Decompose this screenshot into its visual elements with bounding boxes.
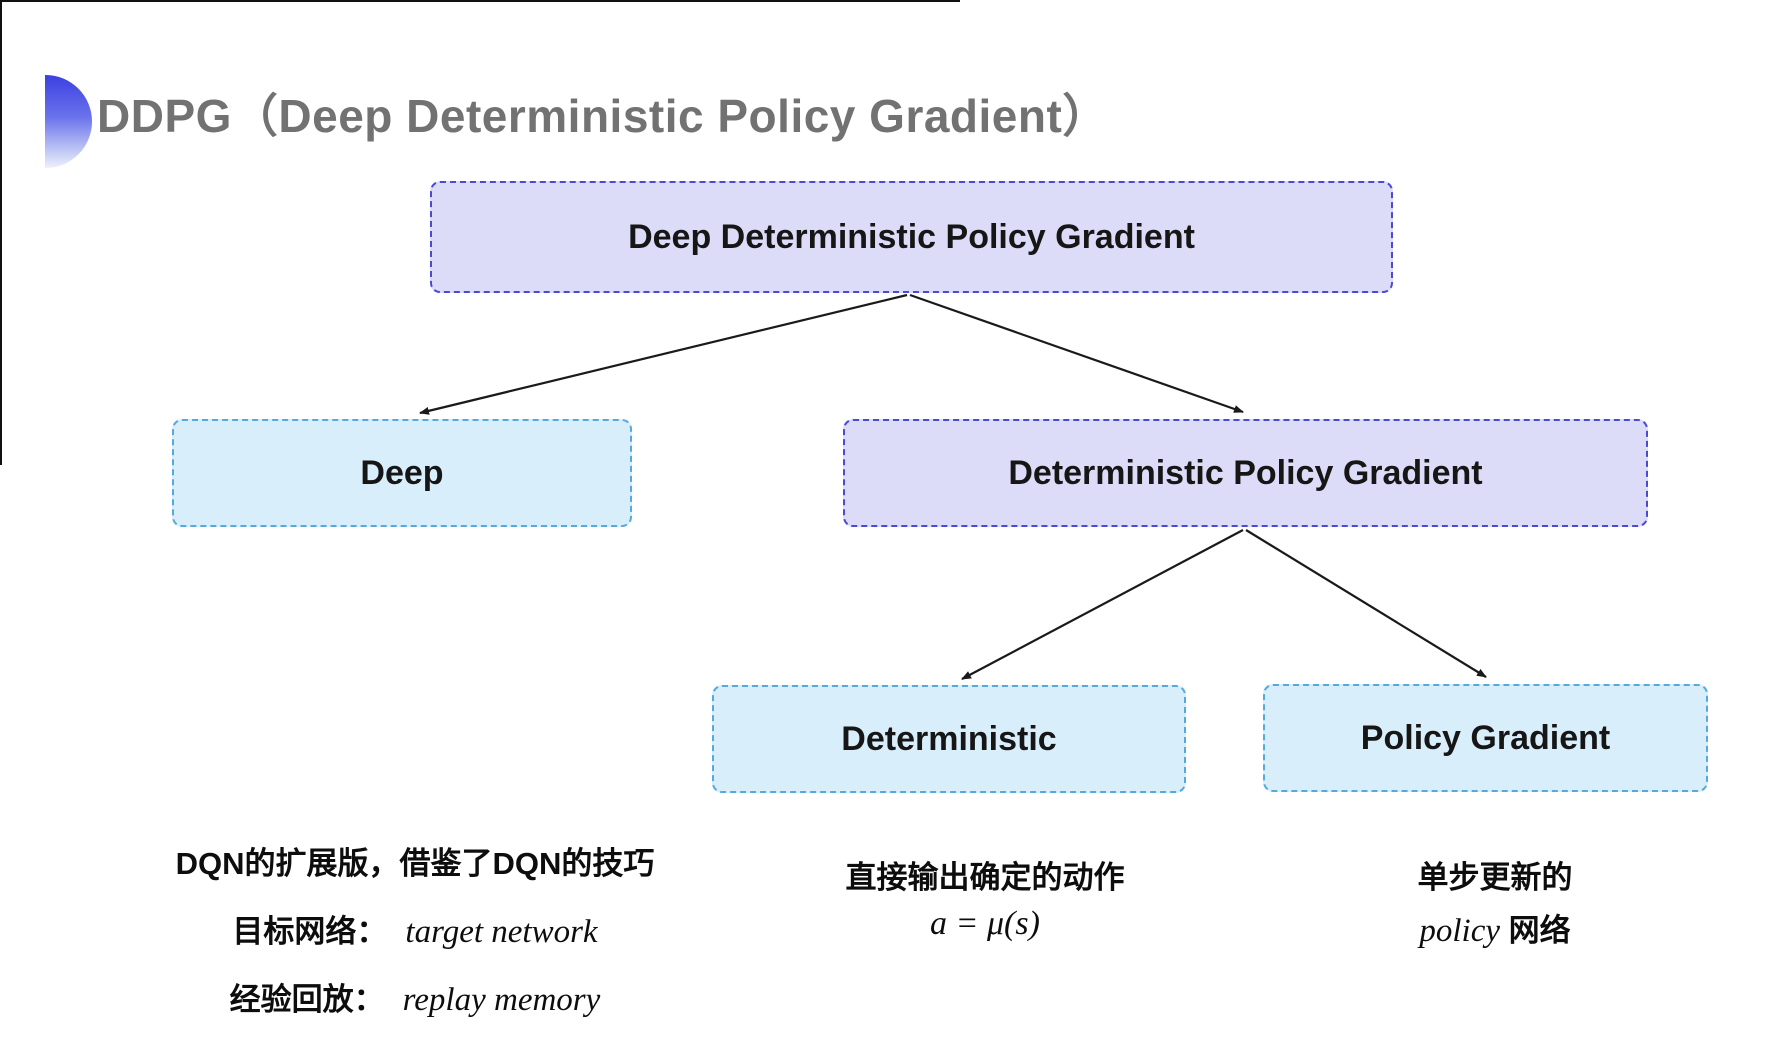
arrow-root-to-dpg	[909, 293, 1244, 414]
note-dqn-line1: DQN的扩展版，借鉴了DQN的技巧	[175, 846, 655, 881]
note-dqn-line2-label: 目标网络：	[232, 914, 388, 949]
note-deterministic: 直接输出确定的动作 a = μ(s)	[780, 852, 1190, 943]
node-label: Deterministic Policy Gradient	[1008, 453, 1483, 492]
note-dqn-line3-value: replay memory	[402, 982, 601, 1018]
node-label: Deterministic	[841, 719, 1057, 758]
note-deterministic-line1: 直接输出确定的动作	[845, 860, 1125, 895]
frame-artifact-left-line	[0, 0, 2, 465]
note-policy-line1: 单步更新的	[1417, 860, 1573, 895]
node-policy-gradient: Policy Gradient	[1263, 684, 1708, 792]
node-label: Deep Deterministic Policy Gradient	[628, 217, 1195, 256]
note-dqn-line3: 经验回放： replay memory	[120, 974, 710, 1019]
note-dqn-line2: 目标网络： target network	[120, 906, 710, 951]
node-label: Deep	[360, 453, 444, 492]
page-title: DDPG（Deep Deterministic Policy Gradient）	[97, 90, 1109, 142]
note-dqn-line3-label: 经验回放：	[229, 982, 385, 1017]
note-policy-line2-rest: 网络	[1500, 913, 1571, 948]
note-dqn-line2-value: target network	[405, 914, 598, 950]
node-deep-deterministic-policy-gradient: Deep Deterministic Policy Gradient	[430, 181, 1393, 293]
frame-artifact-top-line	[0, 0, 960, 2]
note-deterministic-formula: a = μ(s)	[930, 905, 1040, 942]
arrow-dpg-to-policy-gradient	[1245, 529, 1487, 678]
node-deterministic-policy-gradient: Deterministic Policy Gradient	[843, 419, 1648, 527]
arrow-dpg-to-deterministic	[961, 529, 1244, 680]
note-policy-gradient: 单步更新的 policy 网络	[1290, 852, 1700, 950]
node-deterministic: Deterministic	[712, 685, 1186, 793]
node-deep: Deep	[172, 419, 632, 527]
note-policy-line2-italic: policy	[1419, 913, 1500, 949]
note-policy-line2: policy 网络	[1290, 905, 1700, 950]
note-dqn: DQN的扩展版，借鉴了DQN的技巧 目标网络： target network 经验…	[120, 838, 710, 1042]
node-label: Policy Gradient	[1360, 718, 1611, 757]
title-bullet-icon	[45, 75, 92, 168]
arrow-root-to-deep	[419, 293, 908, 415]
